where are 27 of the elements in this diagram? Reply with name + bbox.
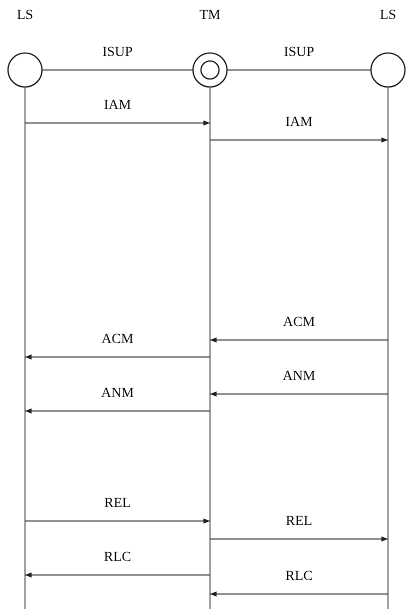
edge-label: IAM — [285, 115, 313, 131]
message-arrow — [210, 337, 388, 343]
edge-label: ACM — [283, 315, 315, 331]
edge-label: REL — [104, 496, 131, 512]
message-arrow — [25, 408, 210, 414]
edge-label: RLC — [104, 550, 132, 566]
message-arrow — [25, 354, 210, 360]
node-label: LS — [380, 8, 396, 24]
edge-label: ANM — [282, 369, 316, 385]
edge-label: REL — [286, 514, 312, 530]
link-line — [227, 69, 371, 71]
message-arrow — [210, 591, 388, 597]
node-label: TM — [200, 8, 220, 24]
edge-label: ISUP — [284, 45, 314, 61]
edge-label: IAM — [104, 98, 132, 114]
edge-label: RLC — [285, 569, 313, 585]
message-arrow — [25, 120, 210, 126]
edge-label: ISUP — [102, 45, 133, 61]
edge-label: ACM — [102, 332, 134, 348]
message-arrow — [210, 391, 388, 397]
node-label: LS — [16, 8, 34, 24]
edge-label: ANM — [101, 386, 134, 402]
message-arrow — [25, 518, 210, 524]
message-arrow — [210, 137, 388, 143]
message-arrow — [25, 572, 210, 578]
link-line — [42, 69, 193, 71]
message-arrow — [210, 536, 388, 542]
